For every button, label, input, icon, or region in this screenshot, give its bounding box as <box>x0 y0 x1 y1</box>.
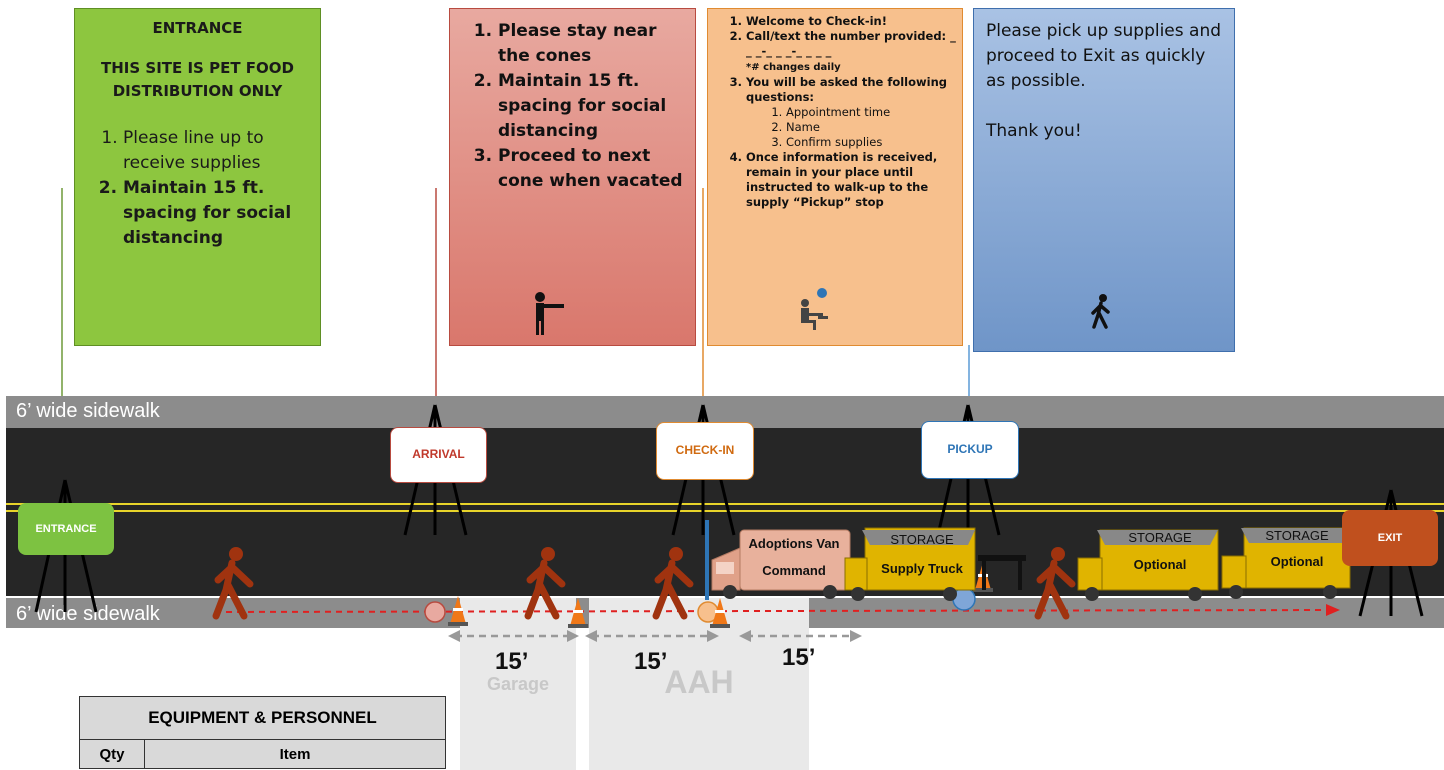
truck3-body-label: Optional <box>1270 554 1324 569</box>
list-item: Appointment time <box>786 105 956 120</box>
optional-truck-icon <box>1077 529 1219 601</box>
pickup-info-box: Please pick up supplies and proceed to E… <box>973 8 1235 352</box>
yellow-line-2 <box>6 510 1444 512</box>
list-item: Confirm supplies <box>786 135 956 150</box>
aah-zone <box>589 598 809 770</box>
table-icon <box>978 555 1026 590</box>
garage-zone <box>460 598 576 770</box>
van-label-2: Command <box>762 563 826 578</box>
truck3-top-label: STORAGE <box>1265 528 1329 543</box>
person-walking-icon <box>524 547 566 620</box>
checkin-stop-sign: CHECK-IN <box>656 422 754 480</box>
item-column-header: Item <box>144 739 446 769</box>
cone-icon <box>448 596 468 626</box>
arrival-box-list: Please stay near the cones Maintain 15 f… <box>450 19 695 194</box>
list-item: Welcome to Check-in! <box>746 14 956 29</box>
distance-label-2: 15’ <box>634 648 668 675</box>
truck1-body-label: Supply Truck <box>881 561 963 576</box>
distance-label-1: 15’ <box>495 648 529 675</box>
truck1-top-label: STORAGE <box>890 532 954 547</box>
pickup-stop-sign: PICKUP <box>921 421 1019 479</box>
checkin-box-list: Welcome to Check-in! Call/text the numbe… <box>708 14 962 210</box>
list-item: Please stay near the cones <box>498 19 687 69</box>
exit-stop-sign: EXIT <box>1342 510 1438 566</box>
pointing-person-icon <box>535 292 564 335</box>
checkin-pole <box>705 520 709 600</box>
person-walking-icon <box>1034 547 1076 620</box>
garage-label: Garage <box>486 674 550 694</box>
top-sidewalk-label: 6’ wide sidewalk <box>16 400 160 422</box>
list-item: Proceed to next cone when vacated <box>498 144 687 194</box>
cone-icon <box>710 598 730 628</box>
list-item: Once information is received, remain in … <box>746 150 956 210</box>
truck2-top-label: STORAGE <box>1128 530 1192 545</box>
checkin-questions-intro: You will be asked the following question… <box>746 75 947 104</box>
arrival-marker <box>424 601 446 623</box>
entrance-box-title: ENTRANCE <box>152 19 243 37</box>
entrance-box-subtitle-2: DISTRIBUTION ONLY <box>112 82 283 100</box>
truck2-body-label: Optional <box>1133 557 1187 572</box>
supply-truck-icon <box>844 527 976 601</box>
route-arrowhead <box>1326 604 1340 616</box>
van-label-1: Adoptions Van <box>748 536 840 551</box>
walking-person-icon <box>1091 294 1110 329</box>
yellow-line-1 <box>6 503 1444 505</box>
entrance-info-box: ENTRANCE THIS SITE IS PET FOOD DISTRIBUT… <box>74 8 321 346</box>
arrival-info-box: Please stay near the cones Maintain 15 f… <box>449 8 696 346</box>
list-item: Maintain 15 ft. spacing for social dista… <box>498 69 687 144</box>
adoptions-van-icon <box>711 529 851 599</box>
curb-line <box>6 596 1444 598</box>
arrival-stop-sign: ARRIVAL <box>390 427 487 483</box>
equipment-table-title: EQUIPMENT & PERSONNEL <box>79 696 446 740</box>
checkin-info-box: Welcome to Check-in! Call/text the numbe… <box>707 8 963 346</box>
qty-column-header: Qty <box>79 739 145 769</box>
entrance-box-subtitle-1: THIS SITE IS PET FOOD <box>101 59 294 77</box>
equipment-table: EQUIPMENT & PERSONNEL Qty Item <box>79 696 446 769</box>
list-item: Maintain 15 ft. spacing for social dista… <box>123 176 320 251</box>
list-item: You will be asked the following question… <box>746 75 956 150</box>
checkin-phone-text: Call/text the number provided: _ _ _-_ _… <box>746 29 956 58</box>
seated-person-icon <box>801 288 828 330</box>
optional-truck-icon <box>1221 527 1351 599</box>
aah-label: AAH <box>664 664 734 700</box>
route-arrow-line <box>214 609 1331 613</box>
entrance-box-list: Please line up to receive supplies Maint… <box>75 126 320 251</box>
entrance-stop-sign: ENTRANCE <box>18 503 114 555</box>
list-item: Name <box>786 120 956 135</box>
distance-label-3: 15’ <box>782 644 816 671</box>
checkin-questions-list: Appointment time Name Confirm supplies <box>746 105 956 150</box>
cone-icon <box>568 598 588 628</box>
checkin-phone-note: *# changes daily <box>746 62 841 73</box>
list-item: Please line up to receive supplies <box>123 126 320 176</box>
list-item: Call/text the number provided: _ _ _-_ _… <box>746 29 956 75</box>
bottom-sidewalk-label: 6’ wide sidewalk <box>16 603 160 625</box>
person-walking-icon <box>212 547 254 620</box>
pickup-thanks: Thank you! <box>986 121 1082 141</box>
pickup-instructions: Please pick up supplies and proceed to E… <box>986 21 1222 91</box>
person-walking-icon <box>652 547 694 620</box>
